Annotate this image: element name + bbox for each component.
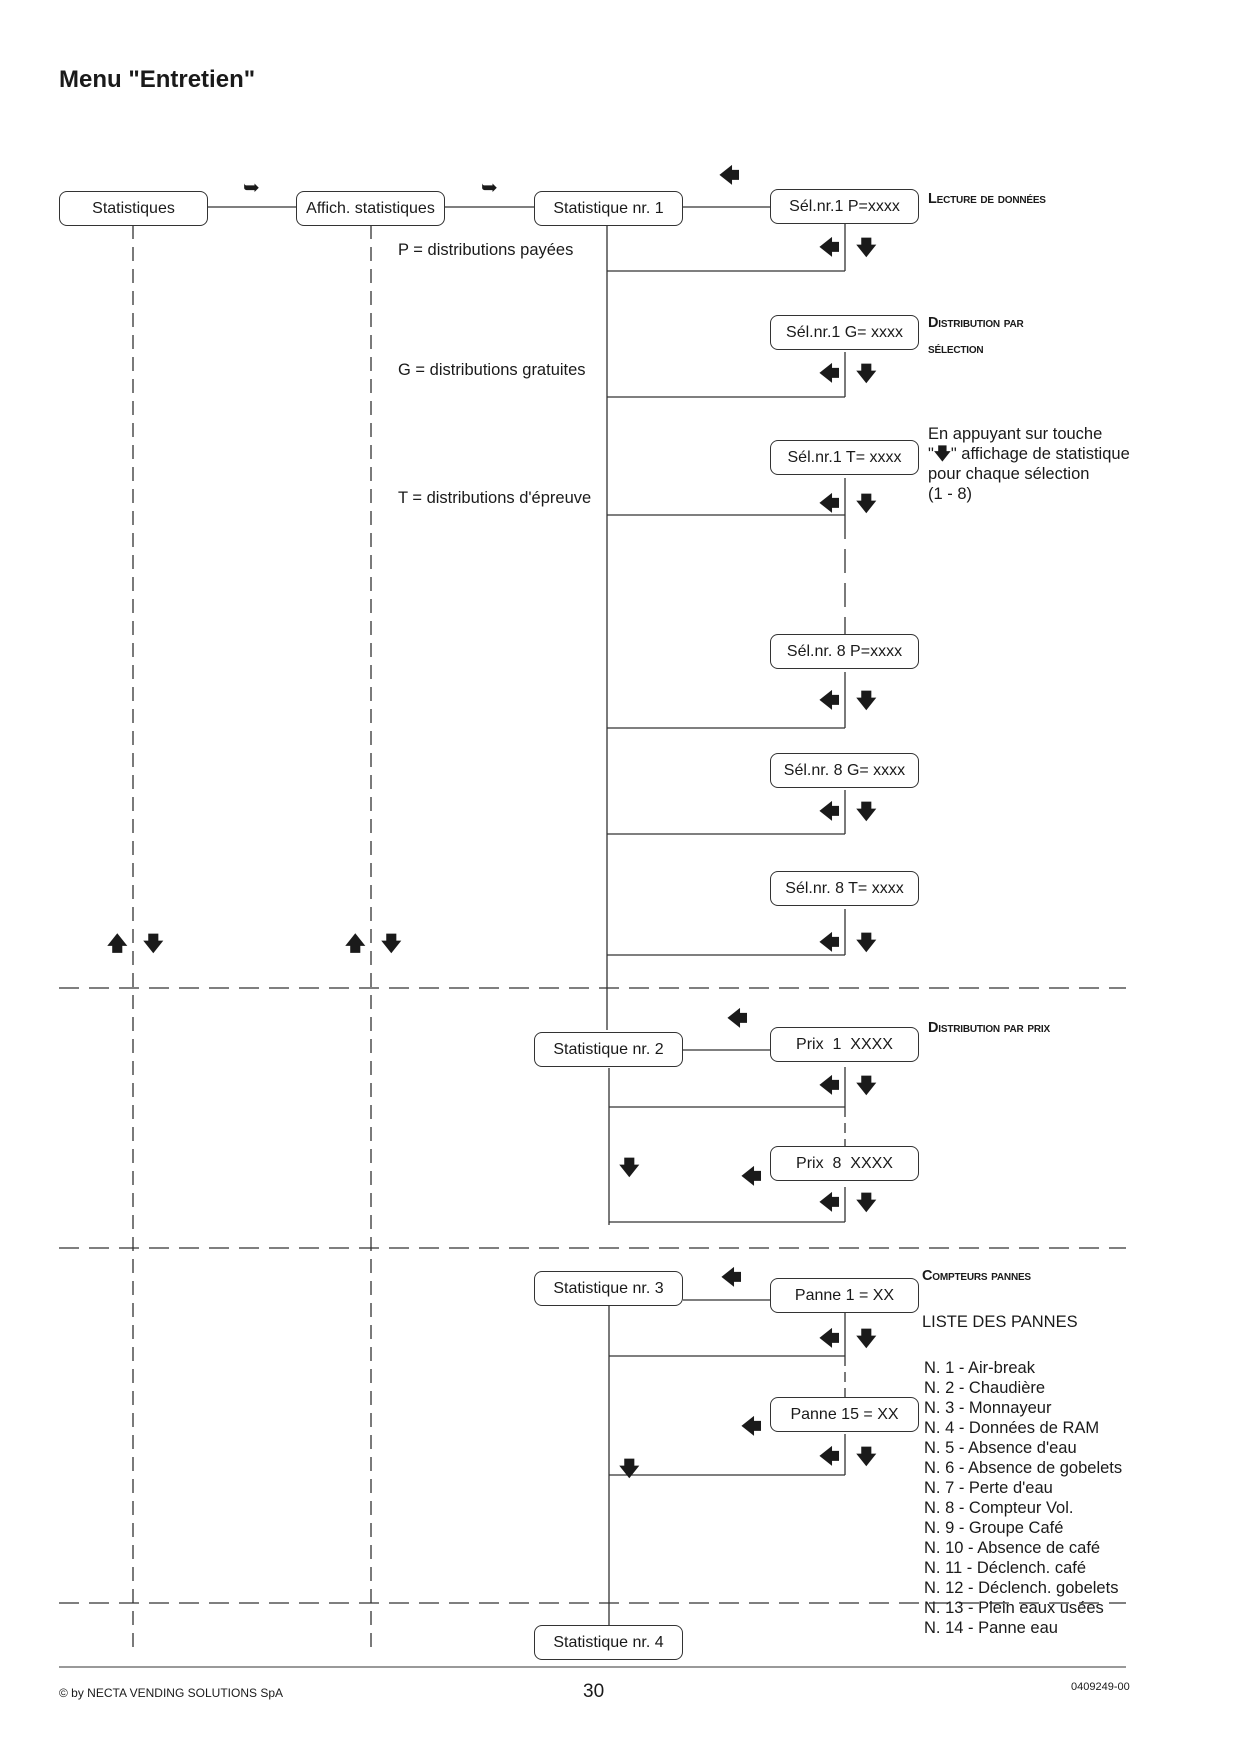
left-arrow-icon: 🡄	[819, 690, 840, 712]
menu-box-statistique-2: Statistique nr. 2	[534, 1032, 683, 1067]
down-arrow-icon: 🡇	[856, 1446, 877, 1468]
menu-box-panne-1: Panne 1 = XX	[770, 1278, 919, 1313]
failure-list-item: N. 4 - Données de RAM	[924, 1419, 1100, 1437]
header-distribution-par-prix: Distribution par prix	[928, 1020, 1050, 1036]
failure-list-item: N. 14 - Panne eau	[924, 1619, 1058, 1637]
left-arrow-icon: 🡄	[741, 1166, 762, 1188]
down-arrow-icon: 🡇	[856, 1328, 877, 1350]
page-number: 30	[583, 1681, 605, 1702]
up-arrow-icon: 🡅	[107, 933, 128, 955]
left-arrow-icon: 🡄	[819, 932, 840, 954]
legend-p: P = distributions payées	[398, 241, 574, 259]
down-arrow-icon: 🡇	[619, 1157, 640, 1179]
down-arrow-icon: 🡇	[143, 933, 164, 955]
menu-box-sel1-g: Sél.nr.1 G= xxxx	[770, 315, 919, 350]
down-arrow-icon: 🡇	[856, 363, 877, 385]
menu-box-prix-1: Prix 1 XXXX	[770, 1027, 919, 1062]
menu-box-statistiques: Statistiques	[59, 191, 208, 226]
down-arrow-icon: 🡇	[856, 1192, 877, 1214]
footer-document-code: 0409249-00	[1071, 1681, 1130, 1693]
legend-t: T = distributions d'épreuve	[398, 489, 592, 507]
left-arrow-icon: 🡄	[819, 1446, 840, 1468]
header-distribution-selection-line2: sélection	[928, 341, 984, 357]
left-arrow-icon: 🡄	[727, 1008, 748, 1030]
menu-box-sel8-t: Sél.nr. 8 T= xxxx	[770, 871, 919, 906]
note-line-4: (1 - 8)	[928, 485, 973, 503]
failure-list: N. 1 - Air-break N. 2 - Chaudière N. 3 - M…	[924, 1358, 1122, 1638]
failure-list-item: N. 12 - Déclench. gobelets	[924, 1579, 1119, 1597]
down-arrow-icon: 🡇	[856, 1075, 877, 1097]
down-arrow-icon: 🡇	[856, 493, 877, 515]
selection-note: En appuyant sur touche "🡇" affichage de …	[928, 424, 1130, 504]
failure-list-item: N. 3 - Monnayeur	[924, 1399, 1052, 1417]
down-arrow-icon: 🡇	[381, 933, 402, 955]
menu-box-sel1-p: Sél.nr.1 P=xxxx	[770, 189, 919, 224]
note-line-2-post: " affichage de statistique	[950, 445, 1130, 463]
failure-list-item: N. 5 - Absence d'eau	[924, 1439, 1077, 1457]
menu-box-sel8-g: Sél.nr. 8 G= xxxx	[770, 753, 919, 788]
legend-g: G = distributions gratuites	[398, 361, 586, 379]
left-arrow-icon: 🡄	[741, 1416, 762, 1438]
header-distribution-selection-line1: Distribution par	[928, 315, 1024, 331]
left-arrow-icon: 🡄	[819, 237, 840, 259]
menu-box-sel8-p: Sél.nr. 8 P=xxxx	[770, 634, 919, 669]
menu-box-statistique-4: Statistique nr. 4	[534, 1625, 683, 1660]
right-arrow-icon: ➥	[243, 177, 260, 199]
left-arrow-icon: 🡄	[819, 801, 840, 823]
header-compteurs-pannes-text: Compteurs pannes	[922, 1268, 1031, 1284]
header-lecture-de-donnees: Lecture de données	[928, 191, 1046, 207]
menu-box-sel1-t: Sél.nr.1 T= xxxx	[770, 440, 919, 475]
left-arrow-icon: 🡄	[819, 363, 840, 385]
header-distribution-prix-text: Distribution par prix	[928, 1020, 1050, 1036]
left-arrow-icon: 🡄	[819, 1192, 840, 1214]
menu-box-statistique-3: Statistique nr. 3	[534, 1271, 683, 1306]
failure-list-heading: LISTE DES PANNES	[922, 1313, 1078, 1331]
down-arrow-icon: 🡇	[856, 237, 877, 259]
left-arrow-icon: 🡄	[719, 165, 740, 187]
down-arrow-icon: 🡇	[856, 932, 877, 954]
page-title: Menu "Entretien"	[59, 66, 256, 93]
failure-list-item: N. 11 - Déclench. café	[924, 1559, 1087, 1577]
note-line-1: En appuyant sur touche	[928, 425, 1103, 443]
failure-list-item: N. 7 - Perte d'eau	[924, 1479, 1053, 1497]
failure-list-item: N. 8 - Compteur Vol.	[924, 1499, 1074, 1517]
left-arrow-icon: 🡄	[819, 493, 840, 515]
header-distribution-par-selection: Distribution par sélection	[928, 310, 1024, 362]
failure-list-item: N. 2 - Chaudière	[924, 1379, 1046, 1397]
left-arrow-icon: 🡄	[819, 1075, 840, 1097]
failure-list-item: N. 10 - Absence de café	[924, 1539, 1101, 1557]
failure-list-item: N. 6 - Absence de gobelets	[924, 1459, 1123, 1477]
left-arrow-icon: 🡄	[819, 1328, 840, 1350]
down-arrow-icon: 🡇	[856, 690, 877, 712]
menu-box-affich-statistiques: Affich. statistiques	[296, 191, 445, 226]
note-line-3: pour chaque sélection	[928, 465, 1090, 483]
note-line-2-pre: "	[928, 445, 934, 463]
header-lecture-text: Lecture de données	[928, 191, 1046, 207]
header-compteurs-pannes: Compteurs pannes	[922, 1268, 1031, 1284]
menu-box-panne-15: Panne 15 = XX	[770, 1397, 919, 1432]
down-arrow-icon: 🡇	[856, 801, 877, 823]
footer-copyright: © by NECTA VENDING SOLUTIONS SpA	[59, 1686, 284, 1700]
note-line-2: "🡇" affichage de statistique	[928, 444, 1130, 464]
up-arrow-icon: 🡅	[345, 933, 366, 955]
failure-list-item: N. 13 - Plein eaux usées	[924, 1599, 1104, 1617]
failure-list-item: N. 1 - Air-break	[924, 1359, 1035, 1377]
menu-box-statistique-1: Statistique nr. 1	[534, 191, 683, 226]
right-arrow-icon: ➥	[481, 177, 498, 199]
down-arrow-icon: 🡇	[619, 1458, 640, 1480]
menu-box-prix-8: Prix 8 XXXX	[770, 1146, 919, 1181]
failure-list-item: N. 9 - Groupe Café	[924, 1519, 1064, 1537]
down-arrow-icon: 🡇	[933, 445, 951, 463]
left-arrow-icon: 🡄	[721, 1267, 742, 1289]
